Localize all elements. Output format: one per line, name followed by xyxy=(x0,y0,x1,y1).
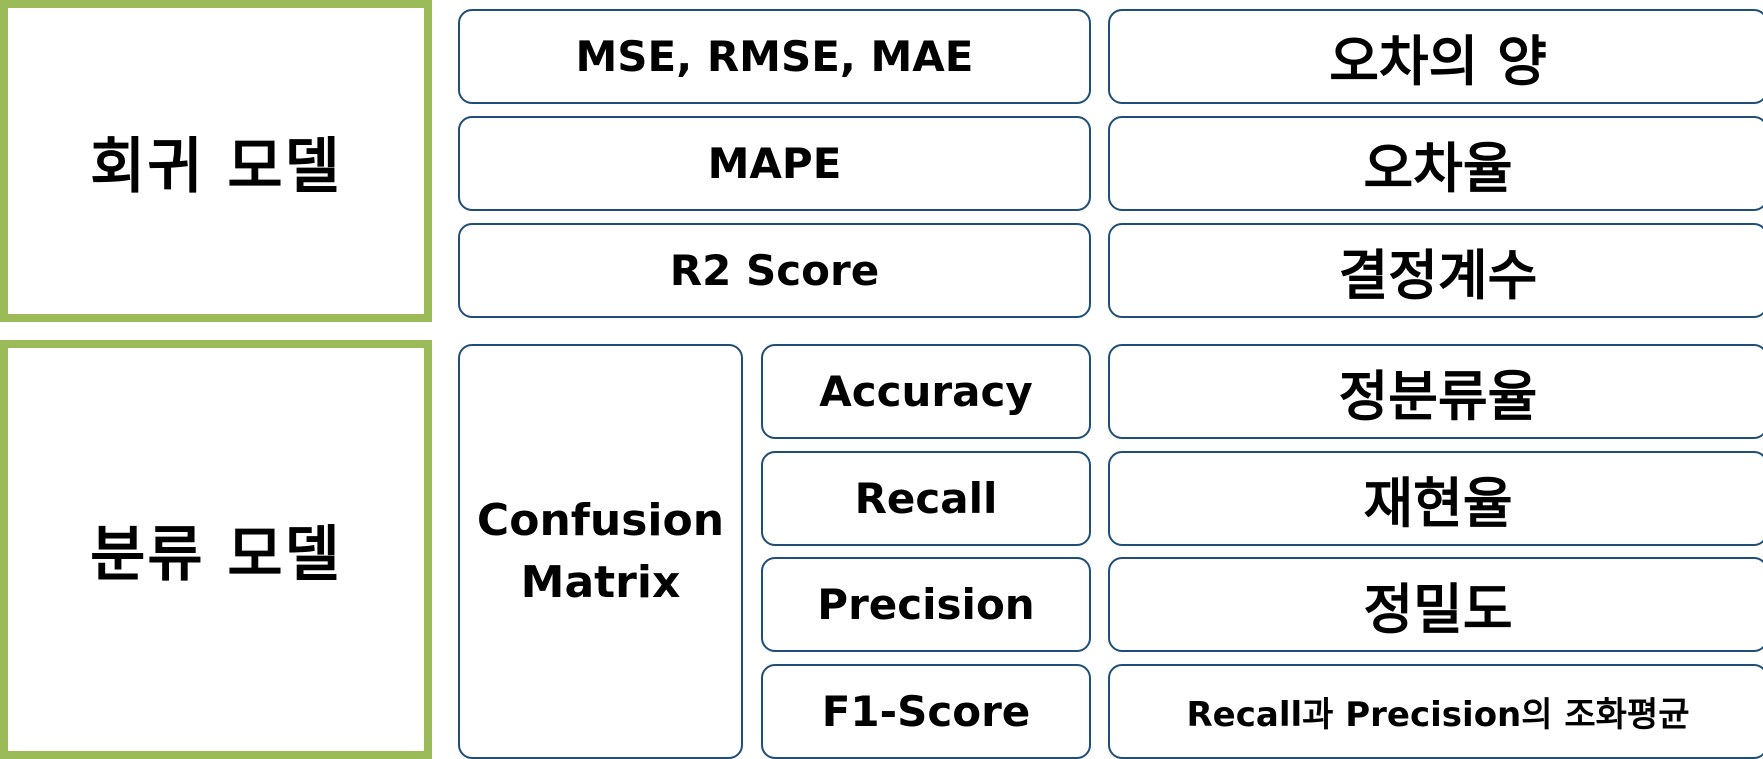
metric-box-mse: MSE, RMSE, MAE xyxy=(458,9,1091,104)
regression-category-box: 회귀 모델 xyxy=(0,0,432,322)
metric-box-f1: F1-Score xyxy=(761,664,1091,759)
metric-label: Recall xyxy=(854,474,998,523)
regression-category-title: 회귀 모델 xyxy=(90,131,342,202)
metric-label: R2 Score xyxy=(669,246,880,295)
meaning-label: 재현율 xyxy=(1363,472,1513,535)
metric-box-recall: Recall xyxy=(761,451,1091,546)
metric-box-precision: Precision xyxy=(761,557,1091,652)
meaning-box-accuracy: 정분류율 xyxy=(1108,344,1763,439)
classification-category-box: 분류 모델 xyxy=(0,340,432,759)
confusion-matrix-line2: Matrix xyxy=(520,556,681,608)
meaning-box-precision: 정밀도 xyxy=(1108,557,1763,652)
metric-box-mape: MAPE xyxy=(458,116,1091,211)
meaning-box-r2: 결정계수 xyxy=(1108,223,1763,318)
meaning-box-recall: 재현율 xyxy=(1108,451,1763,546)
metric-label: Accuracy xyxy=(819,367,1033,416)
confusion-matrix-box: Confusion Matrix xyxy=(458,344,743,759)
meaning-label: 오차율 xyxy=(1363,137,1513,200)
confusion-matrix-line1: Confusion xyxy=(476,494,725,546)
classification-category-title: 분류 모델 xyxy=(90,520,342,590)
meaning-label: 정분류율 xyxy=(1338,365,1538,428)
metric-box-r2: R2 Score xyxy=(458,223,1091,318)
meaning-label: 오차의 양 xyxy=(1329,30,1547,93)
metric-label: F1-Score xyxy=(821,687,1031,736)
meaning-box-mse: 오차의 양 xyxy=(1108,9,1763,104)
metric-box-accuracy: Accuracy xyxy=(761,344,1091,439)
metric-label: MAPE xyxy=(707,139,842,188)
meaning-label: Recall과 Precision의 조화평균 xyxy=(1186,695,1690,735)
meaning-box-mape: 오차율 xyxy=(1108,116,1763,211)
metric-label: Precision xyxy=(817,580,1035,629)
metric-label: MSE, RMSE, MAE xyxy=(575,32,974,81)
meaning-box-f1: Recall과 Precision의 조화평균 xyxy=(1108,664,1763,759)
meaning-label: 결정계수 xyxy=(1338,244,1538,307)
meaning-label: 정밀도 xyxy=(1363,578,1513,641)
